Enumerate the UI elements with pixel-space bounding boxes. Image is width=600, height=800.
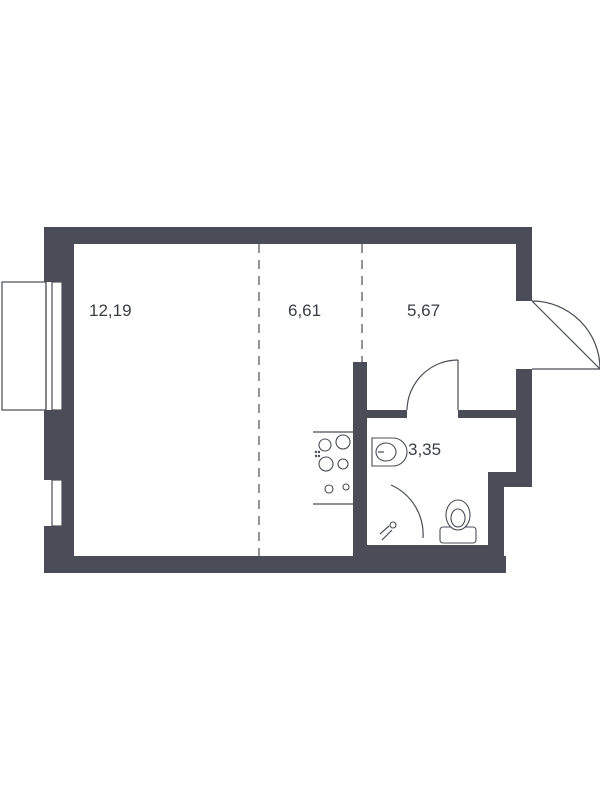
stove-icon [313, 431, 353, 505]
bathroom-door-icon [406, 359, 459, 411]
room-area-living: 12,19 [89, 301, 132, 320]
room-area-hall: 5,67 [407, 301, 440, 320]
room-area-bathroom: 3,35 [408, 440, 441, 459]
sink-icon [371, 437, 408, 467]
window-icon [1, 281, 63, 527]
walls [44, 227, 532, 573]
toilet-icon [439, 499, 477, 544]
room-area-kitchen: 6,61 [288, 301, 321, 320]
door-icon [531, 300, 600, 370]
shower-icon [379, 484, 424, 541]
